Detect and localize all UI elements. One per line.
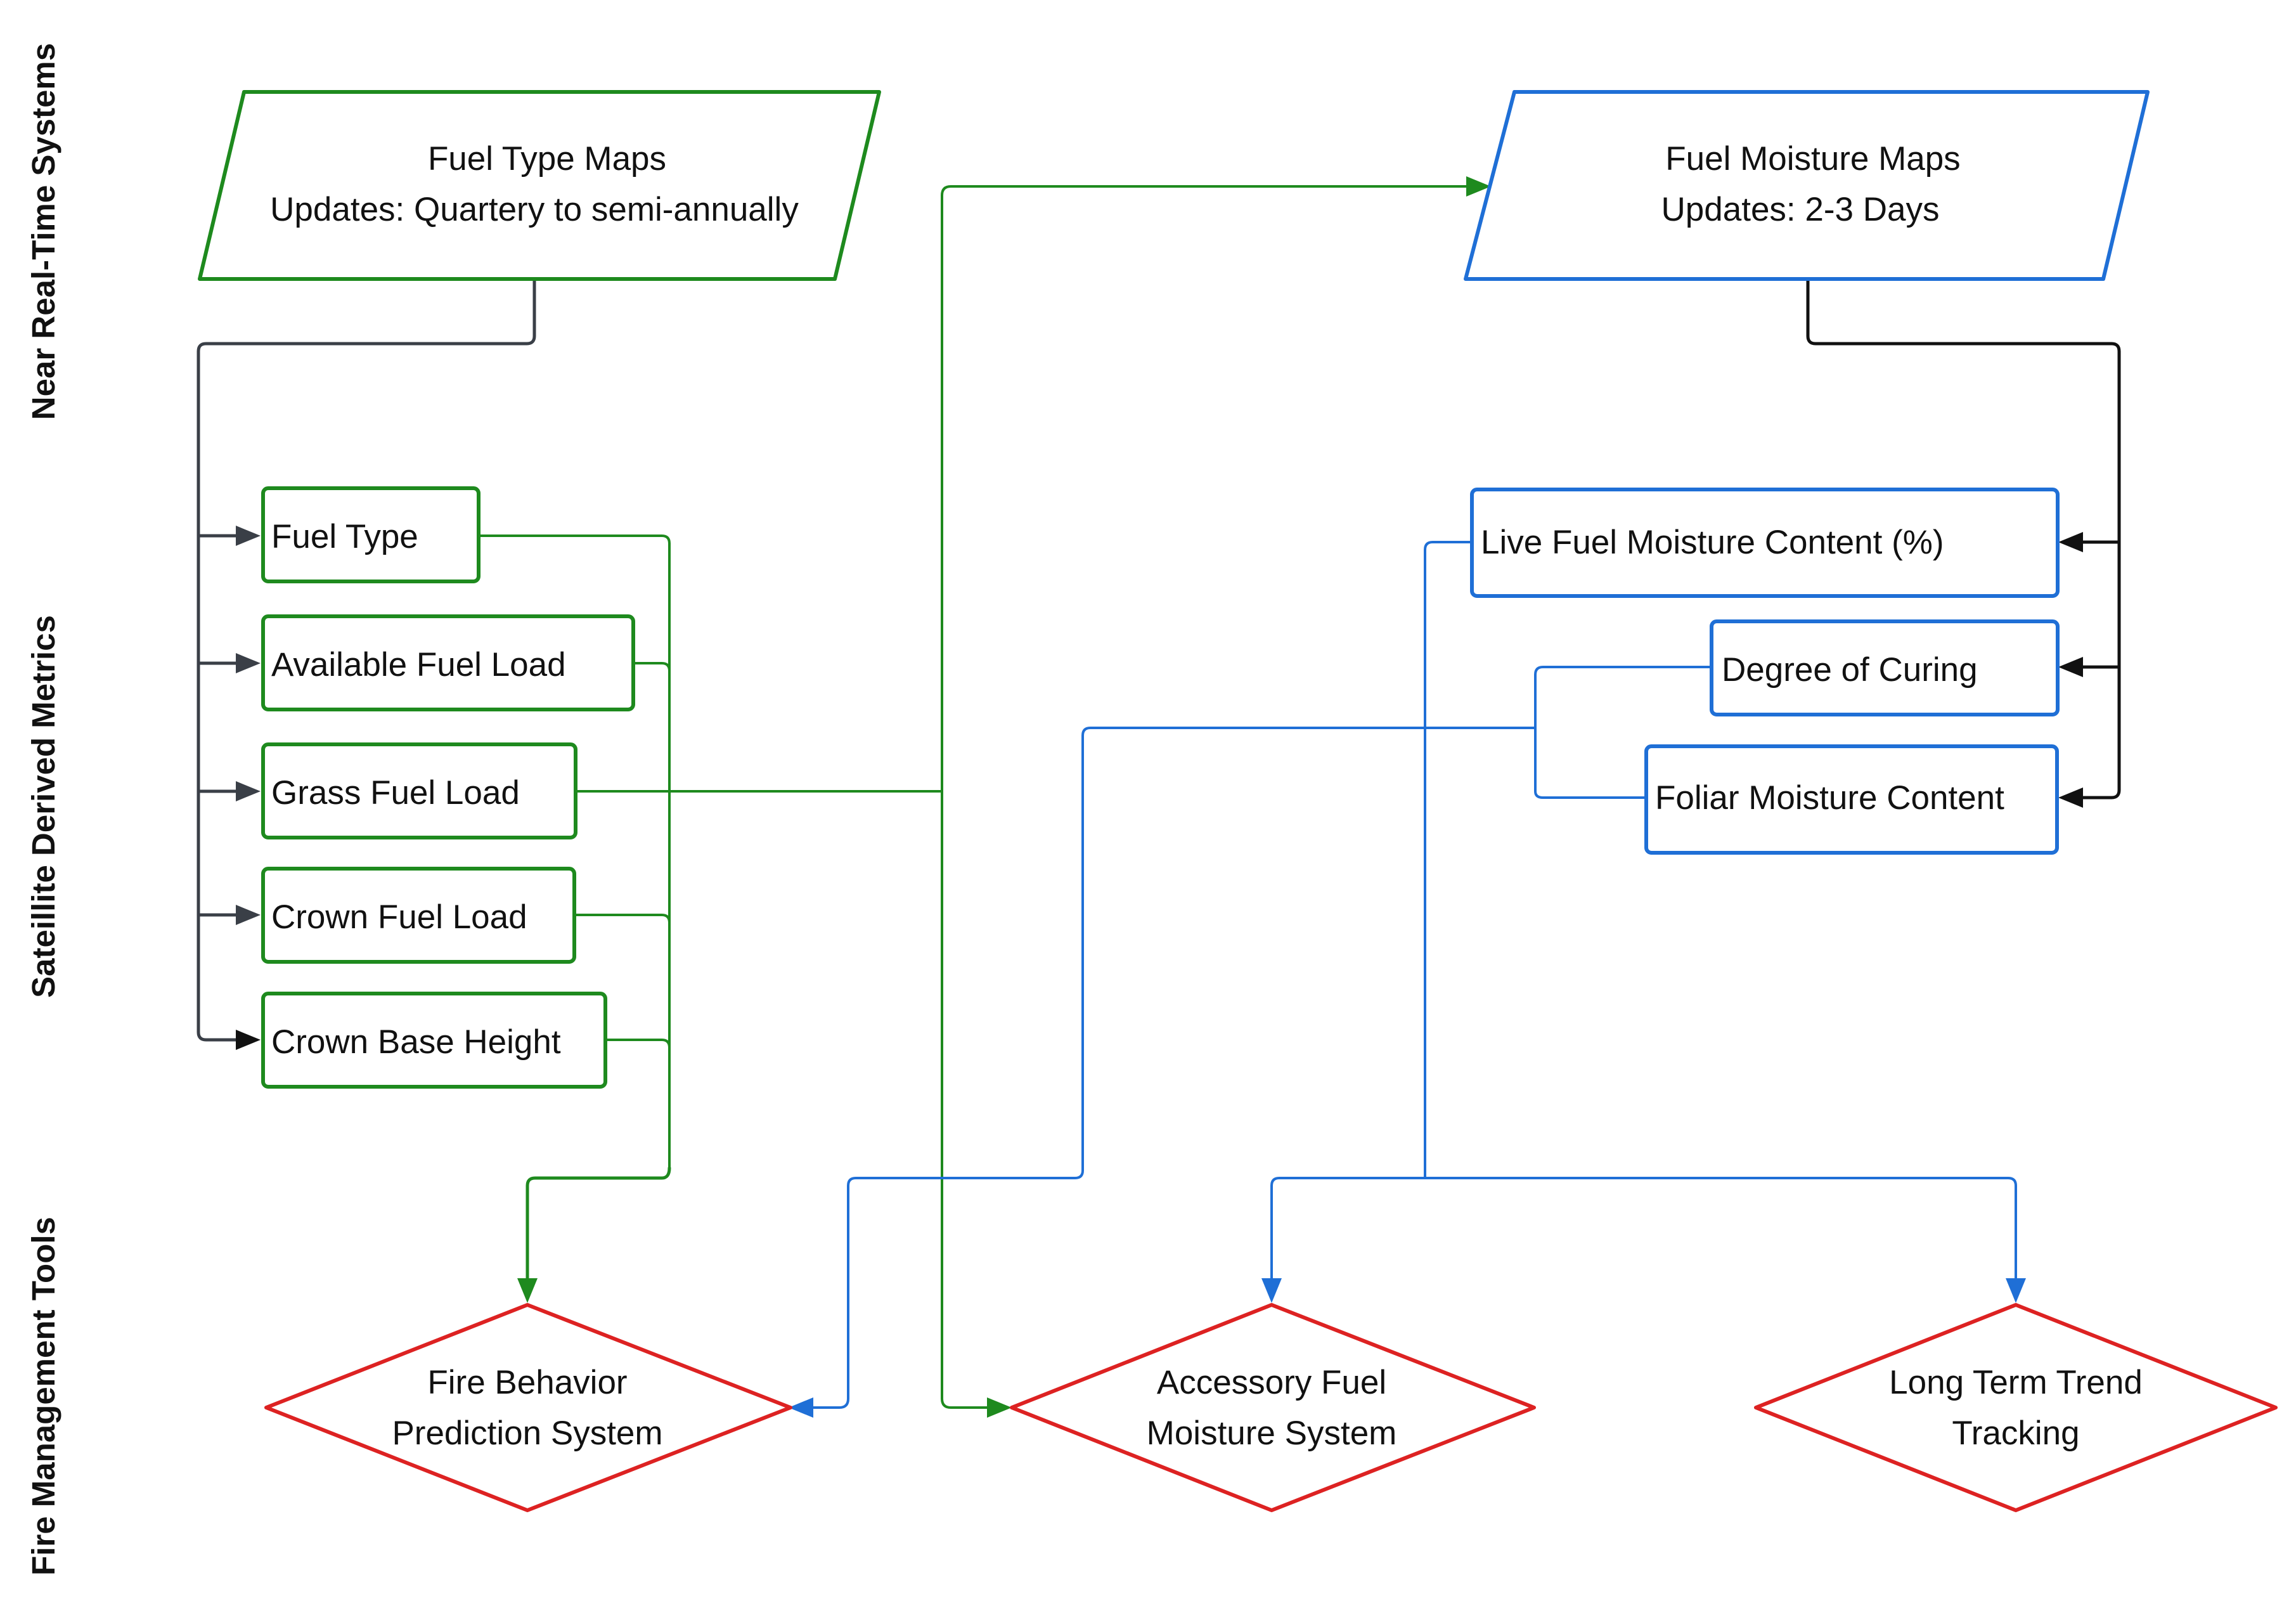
degree-of-curing-label: Degree of Curing bbox=[1722, 651, 1978, 689]
long-term-trend-title-line1: Long Term Trend bbox=[1889, 1364, 2143, 1401]
fuel-moisture-maps-update-frequency: Updates: 2-3 Days bbox=[1661, 191, 1940, 228]
fuel-type-maps-title: Fuel Type Maps bbox=[428, 140, 666, 178]
grass-fuel-load-cross-connector bbox=[668, 176, 1491, 1418]
fuel-moisture-maps-distribution-connector bbox=[1806, 277, 2121, 808]
grass-fuel-load-metric-box: Grass Fuel Load bbox=[261, 742, 577, 839]
accessory-fuel-moisture-node: Accessory Fuel Moisture System bbox=[1010, 1303, 1536, 1512]
foliar-moisture-label: Foliar Moisture Content bbox=[1655, 779, 2004, 817]
lane-label-near-real-time: Near Real-Time Systems bbox=[25, 43, 61, 420]
available-fuel-load-metric-box: Available Fuel Load bbox=[261, 614, 635, 711]
accessory-fuel-title-line1: Accessory Fuel bbox=[1157, 1364, 1386, 1401]
live-fuel-moisture-metric-box: Live Fuel Moisture Content (%) bbox=[1470, 488, 2060, 598]
lane-label-fire-tools: Fire Management Tools bbox=[25, 1217, 61, 1576]
live-moisture-to-tools-connector bbox=[1261, 541, 2026, 1303]
fuel-moisture-maps-title: Fuel Moisture Maps bbox=[1665, 140, 1960, 178]
crown-base-height-label: Crown Base Height bbox=[271, 1023, 561, 1061]
grass-fuel-load-label: Grass Fuel Load bbox=[271, 774, 520, 812]
fuel-moisture-maps-node: Fuel Moisture Maps Updates: 2-3 Days bbox=[1464, 90, 2150, 281]
accessory-fuel-title-line2: Moisture System bbox=[1147, 1415, 1397, 1452]
long-term-trend-node: Long Term Trend Tracking bbox=[1754, 1303, 2278, 1512]
fuel-type-maps-distribution-connector bbox=[197, 277, 536, 1050]
lane-label-satellite-metrics: Sateillite Derived Metrics bbox=[25, 615, 61, 998]
fuel-type-metric-box: Fuel Type bbox=[261, 486, 480, 583]
crown-fuel-load-label: Crown Fuel Load bbox=[271, 898, 527, 936]
available-fuel-load-label: Available Fuel Load bbox=[271, 646, 566, 683]
fire-behavior-title-line1: Fire Behavior bbox=[427, 1364, 627, 1401]
foliar-moisture-metric-box: Foliar Moisture Content bbox=[1644, 744, 2059, 855]
fuel-type-maps-node: Fuel Type Maps Updates: Quartery to semi… bbox=[198, 90, 881, 281]
fire-behavior-prediction-node: Fire Behavior Prediction System bbox=[264, 1303, 792, 1512]
crown-fuel-load-metric-box: Crown Fuel Load bbox=[261, 867, 576, 964]
fuel-type-label: Fuel Type bbox=[271, 518, 418, 555]
fire-behavior-title-line2: Prediction System bbox=[392, 1415, 662, 1452]
curing-foliar-to-fire-behavior-connector bbox=[789, 666, 1713, 1418]
crown-base-height-metric-box: Crown Base Height bbox=[261, 992, 607, 1089]
fuel-type-maps-update-frequency: Updates: Quartery to semi-annually bbox=[270, 191, 799, 228]
live-fuel-moisture-label: Live Fuel Moisture Content (%) bbox=[1481, 524, 1944, 561]
fuel-metrics-to-fire-behavior-connector bbox=[478, 534, 671, 1303]
long-term-trend-title-line2: Tracking bbox=[1952, 1415, 2079, 1452]
degree-of-curing-metric-box: Degree of Curing bbox=[1710, 619, 2060, 716]
